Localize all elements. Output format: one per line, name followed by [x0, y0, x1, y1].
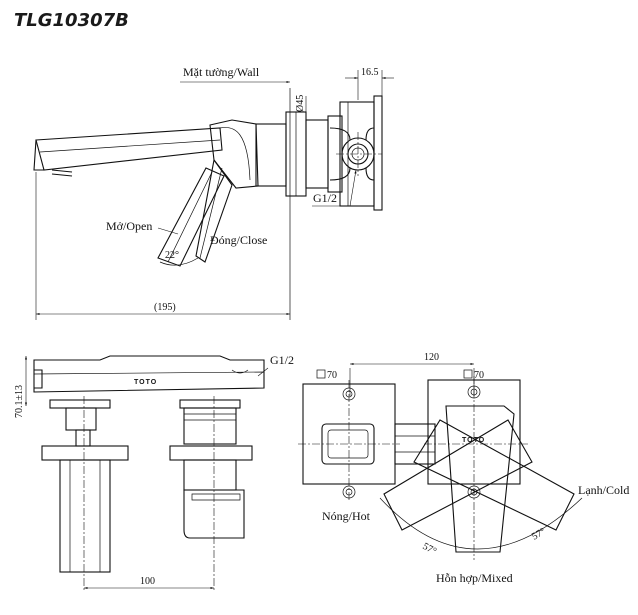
right-flange [169, 445, 253, 461]
spout [35, 127, 223, 171]
left-flange [41, 445, 129, 461]
dim-depth: 100 [140, 576, 155, 587]
handle-open [157, 167, 225, 267]
wall-label: Mặt tường/Wall [183, 65, 260, 79]
brand-mark-top: TOTO [462, 437, 485, 444]
handle-close [195, 158, 233, 263]
mixed-label: Hỗn hợp/Mixed [436, 571, 513, 585]
open-label: Mở/Open [106, 219, 152, 233]
thread-label-side: G1/2 [313, 191, 337, 205]
handle-mixed [445, 405, 515, 553]
dim-length: (195) [154, 302, 176, 313]
thread-label-front: G1/2 [270, 353, 294, 367]
dim-spacing: 120 [424, 352, 439, 363]
plate-right-size: 70 [474, 370, 484, 381]
brand-mark-front: TOTO [134, 379, 157, 386]
angle-left: 57° [421, 541, 439, 557]
handle-angle: 22° [165, 250, 179, 261]
side-view: Mặt tường/Wall 22° Mở/Open Đóng/Close Ø4… [33, 65, 394, 320]
neck-cylinder [255, 123, 287, 187]
dim-diameter: Ø45 [295, 95, 306, 112]
dim-16-5: 16.5 [361, 67, 379, 78]
spout-front [33, 355, 265, 393]
right-handle-front [183, 489, 245, 539]
handle-cold [413, 419, 575, 531]
model-number: TLG10307B [14, 10, 129, 31]
rotation-arc [379, 497, 583, 550]
angle-right: 57° [530, 526, 548, 543]
faucet-body [209, 119, 259, 189]
hot-label: Nóng/Hot [322, 509, 371, 523]
front-view: TOTO G1/2 70.1±13 100 [14, 353, 294, 590]
plate-left-size: 70 [327, 370, 337, 381]
handle-hot [383, 419, 533, 531]
top-view: 120 70 70 Nóng/Hot TOTO 57° 57° [298, 352, 629, 585]
dim-height: 70.1±13 [14, 385, 25, 418]
close-label: Đóng/Close [210, 233, 267, 247]
cold-label: Lạnh/Cold [578, 483, 629, 497]
